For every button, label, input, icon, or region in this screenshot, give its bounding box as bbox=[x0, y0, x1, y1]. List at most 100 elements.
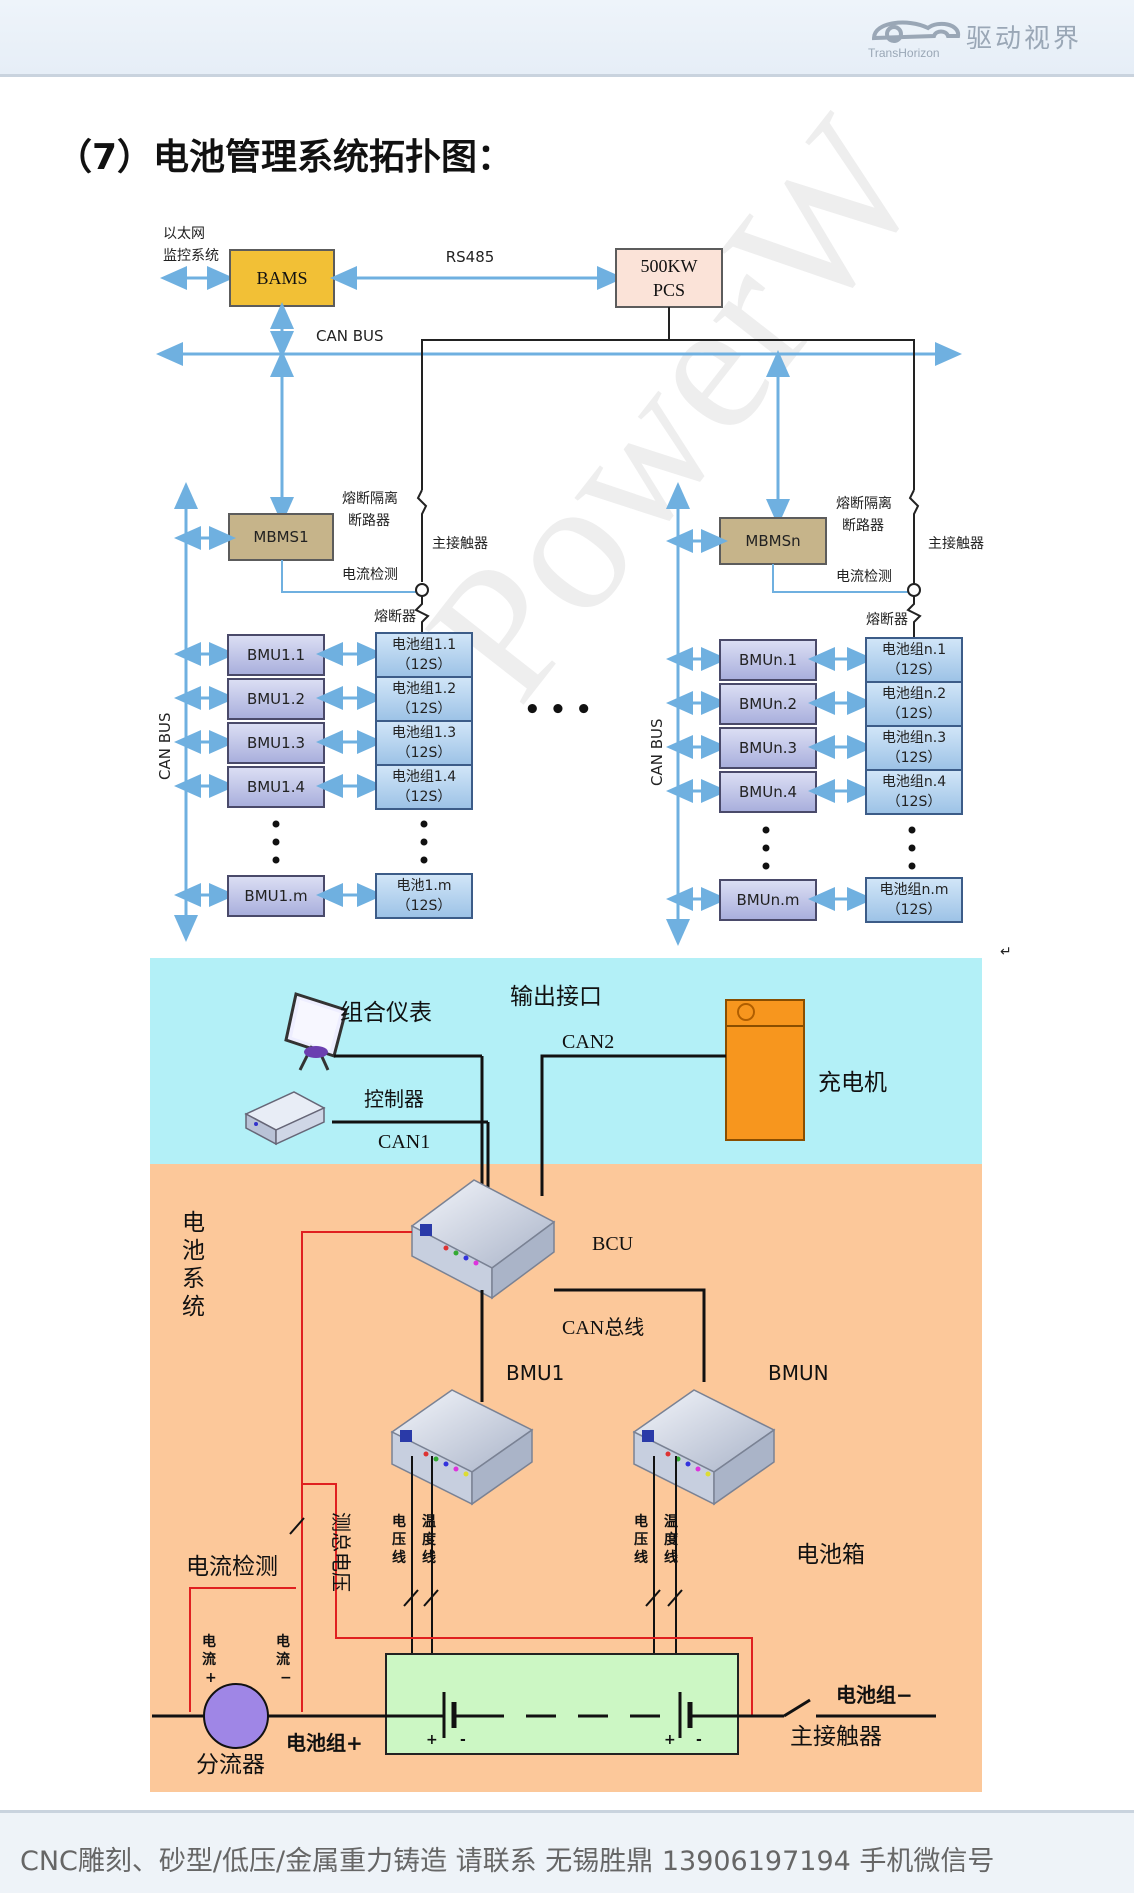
can-total-bus-label: CAN总线 bbox=[562, 1316, 644, 1339]
svg-text:电: 电 bbox=[392, 1513, 406, 1530]
right-pack-label: 电池组n.2 bbox=[882, 686, 946, 702]
mbms1-box bbox=[228, 513, 334, 561]
fuse-isolator-label-na: 熔断隔离 bbox=[836, 495, 892, 512]
fuse-isolator-label-nb: 断路器 bbox=[842, 518, 884, 534]
fuse-1 bbox=[414, 596, 430, 636]
svg-text:线: 线 bbox=[634, 1549, 648, 1566]
right-bmu-label: BMUn.4 bbox=[739, 783, 797, 801]
battery-system-char-1: 电 bbox=[182, 1210, 205, 1236]
shunt-icon bbox=[203, 1683, 269, 1749]
svg-text:压: 压 bbox=[392, 1532, 406, 1548]
left-pack-box bbox=[375, 720, 473, 766]
right-pack-box bbox=[865, 637, 963, 683]
can-bus-label: CAN BUS bbox=[316, 327, 384, 345]
right-breaker bbox=[908, 489, 920, 584]
car-swirl-icon bbox=[871, 20, 961, 43]
current-detect-label-1: 电流检测 bbox=[342, 567, 398, 583]
left-pack-cells: （12S） bbox=[397, 745, 452, 761]
svg-text:线: 线 bbox=[664, 1549, 678, 1566]
right-pack-box bbox=[865, 877, 963, 923]
instrument-label: 组合仪表 bbox=[340, 1000, 432, 1026]
cell-plus-n: + bbox=[664, 1732, 676, 1748]
output-interface-label: 输出接口 bbox=[510, 984, 602, 1010]
left-bmu-label: BMU1.3 bbox=[247, 734, 305, 752]
left-pack-cells: （12S） bbox=[397, 657, 452, 673]
rs485-label: RS485 bbox=[446, 248, 495, 266]
left-bmu-label: BMU1.2 bbox=[247, 690, 305, 708]
current-detect-link-1 bbox=[281, 560, 416, 593]
can1-label: CAN1 bbox=[378, 1131, 430, 1153]
right-pack-cells: （12S） bbox=[887, 750, 942, 766]
battery-cells bbox=[386, 1692, 738, 1738]
svg-text:度: 度 bbox=[422, 1531, 437, 1548]
right-pack-box bbox=[865, 725, 963, 771]
main-contactor-label-n: 主接触器 bbox=[928, 535, 984, 552]
left-bmu-box bbox=[227, 722, 325, 764]
cluster-ellipsis: • • • bbox=[524, 695, 592, 725]
bmun-label: BMUN bbox=[768, 1361, 829, 1385]
right-pack-label: 电池组n.m bbox=[880, 882, 949, 898]
left-pack-cells: （12S） bbox=[397, 701, 452, 717]
current-sensor-1 bbox=[415, 583, 429, 597]
battery-system-char-4: 统 bbox=[182, 1294, 205, 1320]
left-pack-box bbox=[375, 873, 473, 919]
cell-minus-1: - bbox=[460, 1732, 466, 1748]
system-diagram: 组合仪表 输出接口 控制器 CAN1 充电机 CAN2 电 池 系 统 bbox=[150, 958, 982, 1792]
mbmsn-label: MBMSn bbox=[745, 532, 800, 550]
mbmsn-box bbox=[719, 517, 827, 565]
bcu-label: BCU bbox=[592, 1233, 634, 1255]
svg-text:度: 度 bbox=[664, 1531, 679, 1548]
left-bmu-label: BMU1.m bbox=[244, 887, 307, 905]
svg-text:+: + bbox=[205, 1670, 217, 1686]
right-bmu-label: BMUn.2 bbox=[739, 695, 797, 713]
svg-text:−: − bbox=[280, 1670, 292, 1686]
charger-icon bbox=[725, 999, 805, 1141]
charger-label: 充电机 bbox=[818, 1070, 887, 1096]
current-detect-label-n: 电流检测 bbox=[836, 569, 892, 585]
bams-label: BAMS bbox=[256, 268, 307, 288]
monitor-label: 监控系统 bbox=[163, 248, 219, 264]
top-banner: 驱动视界 TransHorizon bbox=[0, 0, 1134, 77]
pcs-power-left bbox=[421, 307, 670, 490]
pack-minus-label: 电池组− bbox=[836, 1683, 913, 1707]
svg-text:线: 线 bbox=[392, 1549, 406, 1566]
right-pack-label: 电池组n.1 bbox=[882, 642, 946, 658]
left-pack-box bbox=[375, 676, 473, 722]
left-pack-cells: （12S） bbox=[397, 789, 452, 805]
right-pack-label: 电池组n.4 bbox=[882, 774, 946, 790]
measurement-lines bbox=[189, 1231, 753, 1716]
right-pack-cells: （12S） bbox=[887, 902, 942, 918]
svg-text:流: 流 bbox=[276, 1651, 290, 1668]
mbms1-label: MBMS1 bbox=[253, 528, 308, 546]
svg-text:温: 温 bbox=[422, 1514, 436, 1530]
bmu-devices bbox=[390, 1389, 776, 1506]
main-contactor-label: 主接触器 bbox=[790, 1724, 882, 1750]
bmun-device-icon bbox=[632, 1389, 776, 1506]
right-pack-cells: （12S） bbox=[887, 794, 942, 810]
left-bmu-box bbox=[227, 634, 325, 676]
logo-text: 驱动视界 bbox=[966, 24, 1083, 54]
right-bmu-label: BMUn.1 bbox=[739, 651, 797, 669]
svg-text:电: 电 bbox=[634, 1513, 648, 1530]
voltage-temp-labels: 电压线 温度线 电压线 温度线 bbox=[392, 1513, 679, 1566]
pack-plus-label: 电池组+ bbox=[286, 1731, 363, 1755]
ethernet-label: 以太网 bbox=[163, 226, 205, 242]
right-bmu-stack: BMUn.1电池组n.1（12S）BMUn.2电池组n.2（12S）BMUn.3… bbox=[666, 637, 963, 923]
left-pack-label: 电池组1.2 bbox=[392, 681, 456, 697]
sense-wires bbox=[403, 1456, 683, 1654]
transhorizon-logo: 驱动视界 TransHorizon bbox=[868, 14, 1098, 62]
battery-system-char-2: 池 bbox=[182, 1238, 205, 1264]
current-sensor-n bbox=[907, 583, 921, 597]
controller-label: 控制器 bbox=[364, 1087, 424, 1111]
cell-minus-n: - bbox=[696, 1732, 702, 1748]
left-bmu-box bbox=[227, 766, 325, 808]
right-bmu-box bbox=[719, 771, 817, 813]
bmu1-device-icon bbox=[390, 1389, 534, 1506]
left-bmu-stack: BMU1.1电池组1.1（12S）BMU1.2电池组1.2（12S）BMU1.3… bbox=[174, 632, 473, 919]
svg-text:电: 电 bbox=[276, 1633, 290, 1650]
svg-text:流: 流 bbox=[202, 1651, 216, 1668]
svg-text:温: 温 bbox=[664, 1514, 678, 1530]
fuse-n bbox=[906, 596, 922, 640]
battery-pack bbox=[385, 1653, 739, 1755]
left-pack-label: 电池1.m bbox=[397, 878, 452, 894]
